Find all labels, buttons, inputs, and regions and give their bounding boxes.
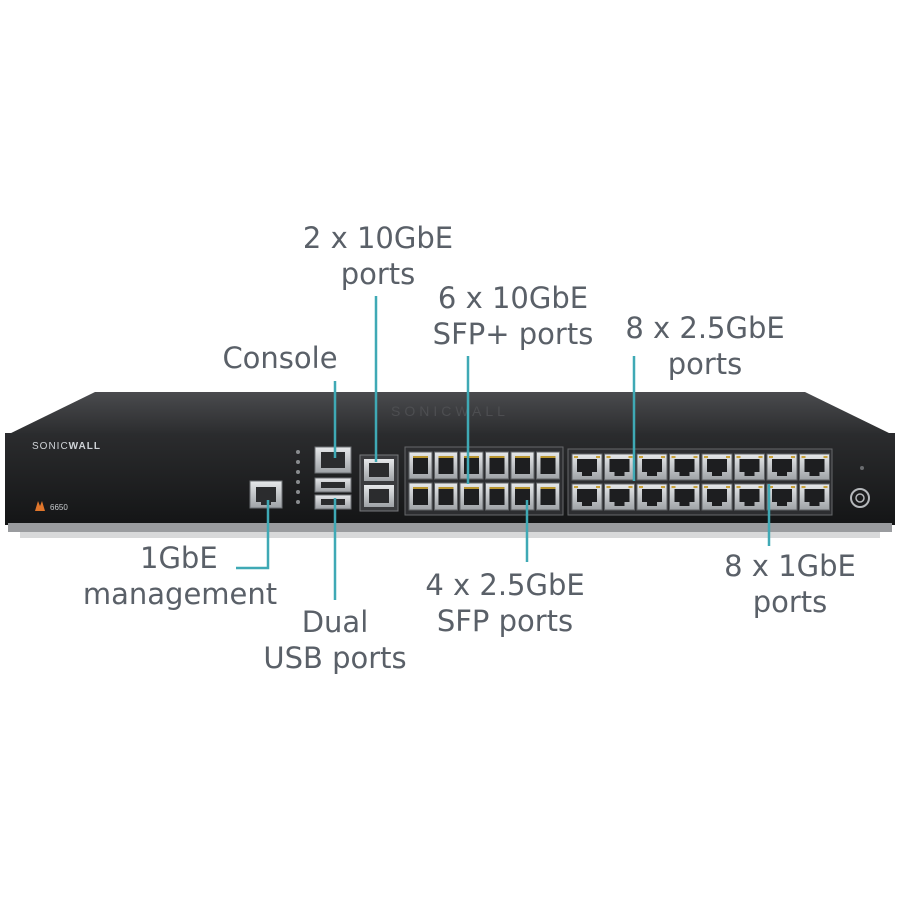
rj45-port-block (567, 448, 833, 516)
model-number: 6650 (50, 503, 68, 512)
rj45-port[interactable] (799, 453, 830, 481)
brand-logo-text: SONICWALL (32, 441, 101, 452)
rj45-port[interactable] (734, 453, 765, 481)
callout-usb-ports: Dual USB ports (255, 604, 415, 676)
console-port[interactable] (314, 446, 352, 474)
callout-10gbe-ports: 2 x 10GbE ports (288, 220, 468, 292)
callout-10gbe-line2: ports (340, 257, 416, 291)
callout-sfp-2-5gbe-line1: 4 x 2.5GbE (425, 568, 585, 602)
callout-sfp-plus-line2: SFP+ ports (432, 317, 594, 351)
rj45-port[interactable] (636, 483, 668, 511)
rj45-port[interactable] (604, 483, 635, 511)
callout-1gbe-line2: ports (752, 585, 828, 619)
rj45-port[interactable] (571, 453, 603, 481)
sfp-cage[interactable] (536, 451, 560, 480)
callout-2-5gbe-ports: 8 x 2.5GbE ports (605, 310, 805, 382)
rj45-port[interactable] (766, 483, 798, 511)
sfp-cage[interactable] (510, 482, 535, 511)
callout-sfp-2-5gbe-line2: SFP ports (436, 604, 574, 638)
rj45-port[interactable] (734, 483, 765, 511)
callout-sfp-plus-line1: 6 x 10GbE (437, 281, 589, 315)
brand-suffix: WALL (68, 441, 101, 452)
rj45-port[interactable] (669, 453, 700, 481)
callout-mgmt-line1: 1GbE (140, 541, 218, 575)
callout-sfp-plus-ports: 6 x 10GbE SFP+ ports (413, 280, 613, 352)
sfp-cage[interactable] (536, 482, 560, 511)
usb-port-1[interactable] (314, 477, 352, 493)
chassis-bottom-edge (8, 523, 892, 532)
callout-2-5gbe-line1: 8 x 2.5GbE (625, 311, 785, 345)
rj45-port[interactable] (669, 483, 700, 511)
sfp-cage[interactable] (485, 451, 509, 480)
sfp-cage[interactable] (434, 482, 458, 511)
sonicwall-mark-icon (35, 501, 45, 511)
power-led (860, 466, 864, 470)
callout-sfp-2-5gbe-ports: 4 x 2.5GbE SFP ports (400, 567, 610, 639)
callout-console-line1: Console (222, 341, 338, 375)
callout-1gbe-line1: 8 x 1GbE (724, 549, 856, 583)
sfp-cage[interactable] (408, 451, 433, 480)
rj45-port[interactable] (701, 483, 733, 511)
rj45-port[interactable] (604, 453, 635, 481)
sfp-cage-block (404, 446, 564, 516)
sfp-cage[interactable] (408, 482, 433, 511)
sfp-cage[interactable] (510, 451, 535, 480)
power-button[interactable] (850, 488, 870, 508)
callout-console: Console (200, 340, 360, 376)
callout-2-5gbe-line2: ports (667, 347, 743, 381)
callout-usb-line1: Dual (301, 605, 369, 639)
callout-management: 1GbE management (80, 540, 280, 612)
rj45-port[interactable] (766, 453, 798, 481)
callout-10gbe-line1: 2 x 10GbE (302, 221, 454, 255)
rj45-port[interactable] (799, 483, 830, 511)
rj45-port[interactable] (571, 483, 603, 511)
management-port[interactable] (249, 480, 283, 509)
chassis-shadow (20, 532, 880, 538)
chassis-top (5, 392, 895, 436)
leader-mgmt (236, 500, 270, 570)
rj45-port[interactable] (701, 453, 733, 481)
rj45-port[interactable] (636, 453, 668, 481)
ports-10gbe[interactable] (359, 454, 399, 512)
callout-usb-line2: USB ports (263, 641, 407, 675)
brand-prefix: SONIC (32, 441, 69, 452)
callout-1gbe-ports: 8 x 1GbE ports (700, 548, 880, 620)
top-watermark: SONICWALL (391, 403, 509, 419)
sfp-cage[interactable] (485, 482, 509, 511)
sfp-cage[interactable] (459, 482, 484, 511)
sfp-cage[interactable] (434, 451, 458, 480)
sfp-cage[interactable] (459, 451, 484, 480)
leader-lines (236, 296, 771, 600)
status-leds (296, 450, 300, 504)
callout-mgmt-line2: management (82, 577, 278, 611)
usb-port-2[interactable] (314, 494, 352, 510)
